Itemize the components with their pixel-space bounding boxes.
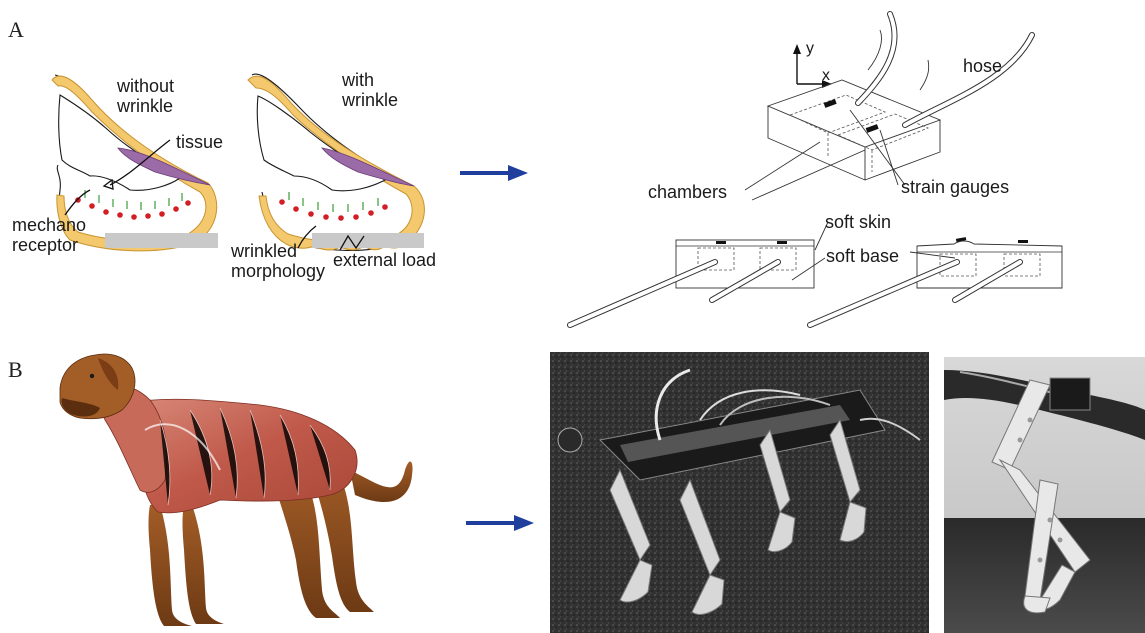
label-without: without: [116, 76, 174, 96]
label-soft-base: soft base: [826, 246, 899, 266]
arrow-b: [466, 515, 534, 531]
robot-leg-photo: [944, 357, 1145, 633]
dog-anatomy-illustration: [60, 354, 413, 626]
label-wrinkle-2: wrinkle: [341, 90, 398, 110]
label-wrinkle-1: wrinkle: [116, 96, 173, 116]
ground-plate-left: [105, 233, 218, 248]
label-hose: hose: [963, 56, 1002, 76]
label-strain-gauges: strain gauges: [901, 177, 1009, 197]
label-tissue: tissue: [176, 132, 223, 152]
label-soft-skin: soft skin: [825, 212, 891, 232]
axis-x-label: x: [822, 67, 830, 84]
label-external-load: external load: [333, 250, 436, 270]
label-morphology: morphology: [231, 261, 325, 281]
arrow-a: [460, 165, 528, 181]
panel-a-label: A: [8, 17, 24, 42]
robot-photo: [550, 352, 929, 633]
label-with: with: [341, 70, 374, 90]
mechanoreceptors: [75, 190, 191, 220]
axis-y-label: y: [806, 40, 814, 57]
label-mechano: mechano: [12, 215, 86, 235]
label-receptor: receptor: [12, 235, 78, 255]
ground-plate-right: [312, 233, 424, 248]
label-chambers: chambers: [648, 182, 727, 202]
label-wrinkled: wrinkled: [230, 241, 297, 261]
panel-b-label: B: [8, 357, 23, 382]
